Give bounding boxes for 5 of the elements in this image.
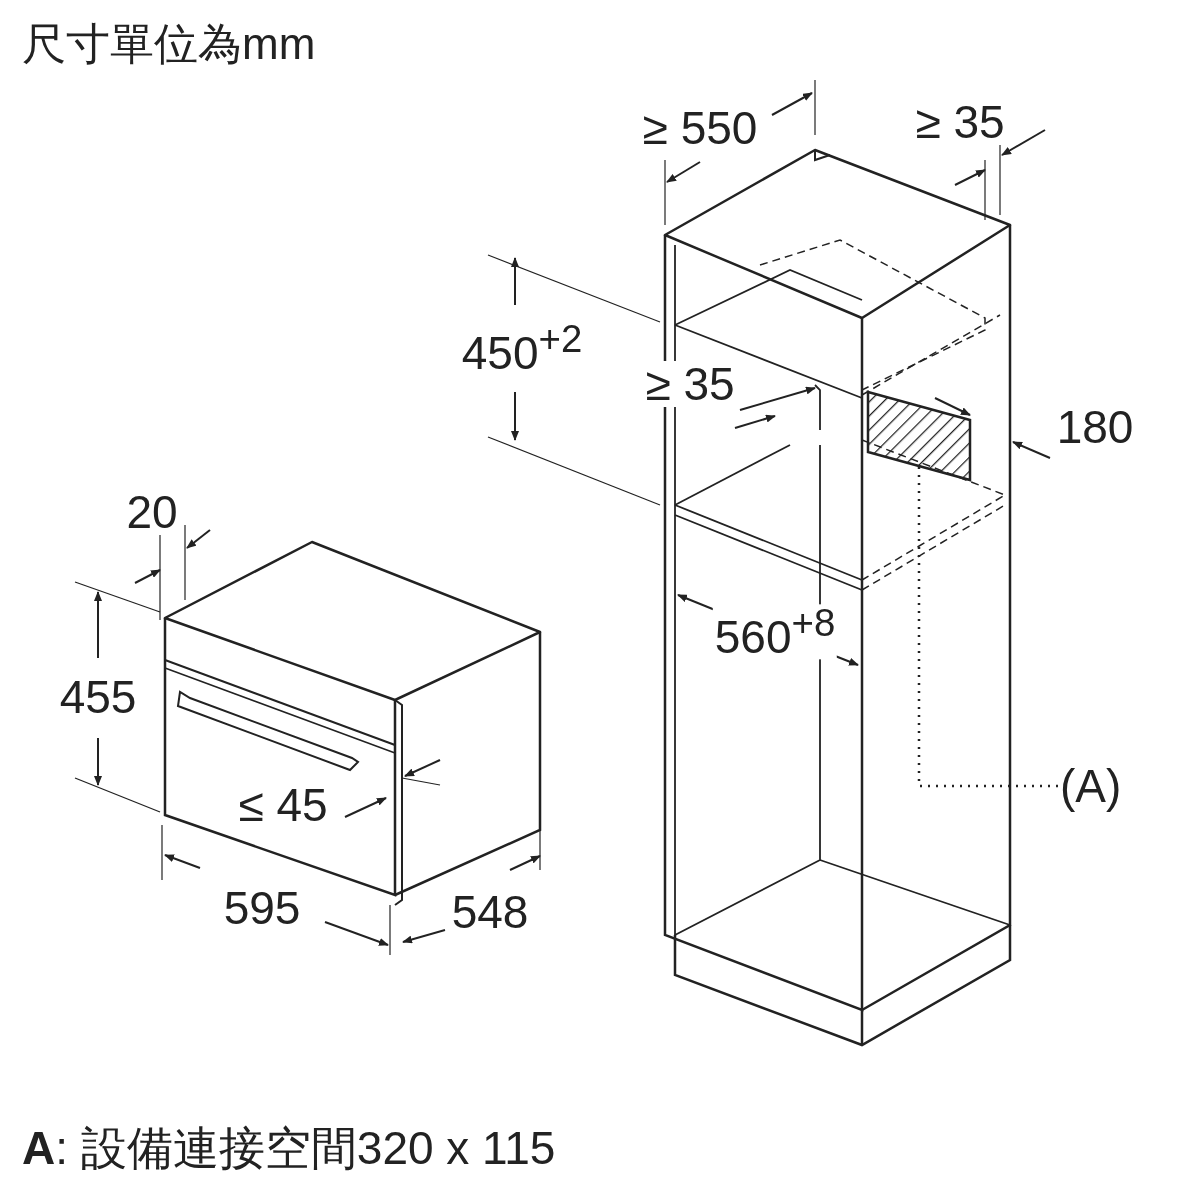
dimension-label: 560$^{+8}$	[712, 604, 838, 660]
heading: 尺寸單位為mm	[22, 22, 316, 66]
callout-label: (A)	[1060, 762, 1150, 810]
caption: A: 設備連接空間320 x 115	[22, 1125, 556, 1171]
hatched-area	[866, 390, 972, 482]
